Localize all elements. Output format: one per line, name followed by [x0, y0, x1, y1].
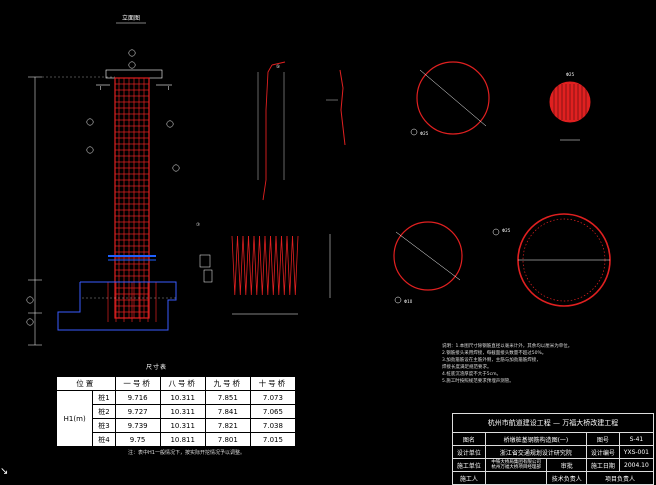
title-block: 杭州市航道建设工程 — 万福大桥改建工程 图名 桥墩桩基钢筋构造图(一) 图号 …	[452, 413, 655, 485]
cell: 9.739	[114, 418, 161, 433]
label: 施工人	[452, 471, 486, 485]
pile-elevation-view: 立面图 I I	[26, 14, 180, 346]
label: 施工单位	[452, 458, 486, 472]
table-row: 桩4 9.75 10.811 7.801 7.015	[57, 432, 297, 447]
table-row: 桩3 9.739 10.311 7.821 7.038	[57, 418, 297, 433]
label: 施工日期	[586, 458, 620, 472]
section-i-left: I	[100, 86, 101, 92]
construction-sub-line: 杭州万福大桥项目经理部	[491, 465, 541, 470]
hoop2-label: Φ10	[404, 299, 413, 304]
cell: 7.065	[249, 404, 297, 419]
table-row: H1(m) 桩1 9.716 10.311 7.851 7.073	[55, 390, 297, 447]
hoop3-label: Φ25	[502, 228, 511, 233]
spiral-detail: ⑦	[196, 222, 331, 315]
label: 设计单位	[452, 445, 486, 459]
note-line: 说明：1.本图尺寸除钢筋直径以毫米计外，其余均以厘米为单位。	[442, 344, 573, 349]
table-row: 桩2 9.727 10.311 7.841 7.065	[57, 404, 297, 419]
cursor-icon: ↘	[0, 466, 9, 477]
label: 技术负责人	[546, 471, 588, 485]
cell: 7.851	[204, 390, 251, 405]
cell: 7.801	[204, 432, 251, 447]
drawing-name: 桥墩桩基钢筋构造图(一)	[484, 432, 588, 446]
cell: 10.311	[159, 404, 206, 419]
table-note: 注：表中H1一般情况下，按实际开挖情况予以调整。	[128, 450, 245, 456]
design-notes: 说明：1.本图尺寸除钢筋直径以毫米计外，其余均以厘米为单位。 2.钢筋接头采用焊…	[442, 343, 572, 385]
rebar-detail-hook	[257, 61, 346, 201]
dimension-table: 位置 一号桥 八号桥 九号桥 十号桥 H1(m) 桩1 9.716 10.311…	[55, 376, 297, 447]
note-line: 2.钢筋接头采用焊接，每截面接头数量不超过50%。	[442, 351, 547, 356]
col-position: 位置	[56, 376, 116, 391]
hoop-detail-1: Φ25	[410, 61, 490, 136]
cell: 7.841	[204, 404, 251, 419]
elevation-title: 立面图	[122, 14, 140, 22]
cell: 10.311	[159, 418, 206, 433]
note-line: 4.桩底沉渣厚度不大于5cm。	[442, 372, 502, 377]
cell: 7.015	[249, 432, 297, 447]
cell: 7.038	[249, 418, 297, 433]
cell: 7.073	[249, 390, 297, 405]
cell: 7.821	[204, 418, 251, 433]
hoop1-label: Φ25	[420, 131, 429, 136]
design-number: YXS-001	[618, 445, 655, 459]
construction-date: 2004.10	[618, 458, 655, 472]
label: 项目负责人	[586, 471, 654, 485]
col-bridge-8: 八号桥	[159, 376, 206, 391]
project-title: 杭州市航道建设工程 — 万福大桥改建工程	[452, 413, 654, 433]
hoop-detail-2: Φ10	[393, 221, 463, 304]
col-bridge-9: 九号桥	[204, 376, 251, 391]
label: 图名	[452, 432, 486, 446]
section-i-right: I	[168, 86, 169, 92]
cell: 9.75	[114, 432, 161, 447]
note-line: 5.施工时按照规范要求预埋声测管。	[442, 379, 514, 384]
hook-tag: ⑤	[276, 64, 280, 70]
col-bridge-1: 一号桥	[114, 376, 161, 391]
label: 图号	[586, 432, 620, 446]
cell: 10.811	[159, 432, 206, 447]
pile-label: 桩3	[92, 418, 116, 433]
spiral-tag: ⑦	[196, 222, 200, 228]
construction-unit-line: 中铁大桥局集团有限公司	[491, 460, 541, 465]
section-a-label: Φ25	[566, 72, 575, 77]
label: 审批	[546, 458, 588, 472]
design-unit: 浙江省交通规划设计研究院	[484, 445, 588, 459]
cell: 9.727	[114, 404, 161, 419]
pile-label: 桩1	[92, 390, 116, 405]
cell: 9.716	[114, 390, 161, 405]
row-label: H1(m)	[55, 390, 94, 447]
sheet-number: S-41	[618, 432, 655, 446]
label: 设计编号	[586, 445, 620, 459]
note-line: 焊接长度满足规范要求。	[442, 365, 492, 370]
hoop-detail-3: Φ25	[492, 213, 611, 307]
section-a-a: Φ25	[549, 72, 591, 141]
pile-label: 桩2	[92, 404, 116, 419]
cell: 10.311	[159, 390, 206, 405]
construction-unit: 中铁大桥局集团有限公司杭州万福大桥项目经理部	[484, 458, 548, 472]
note-line: 3.加劲箍筋设在主筋外侧，主筋与加劲箍筋焊接，	[442, 358, 541, 363]
col-bridge-10: 十号桥	[249, 376, 297, 391]
table-title: 尺寸表	[146, 364, 168, 371]
pile-label: 桩4	[92, 432, 116, 447]
